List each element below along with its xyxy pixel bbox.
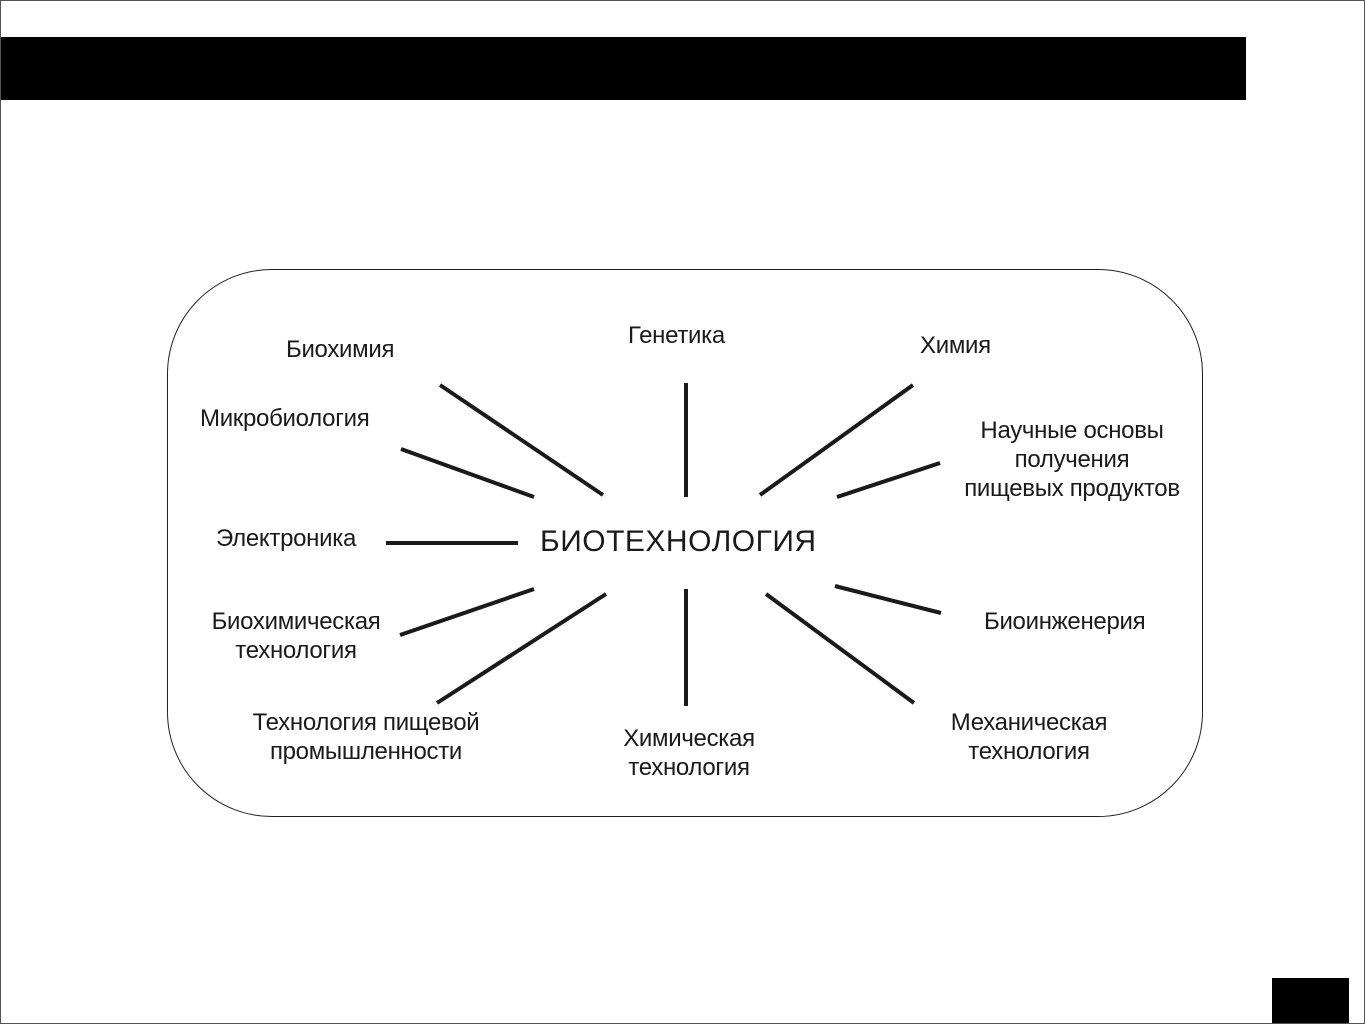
node-food-science: Научные основы получения пищевых продукт… [947, 416, 1197, 503]
node-bioengineering: Биоинженерия [984, 607, 1146, 636]
node-microbiology-line: Микробиология [200, 405, 370, 432]
connector-biochemical-technology [399, 587, 535, 637]
node-chemical-technology-line-1: Химическая [623, 725, 755, 752]
connector-food-science [836, 461, 941, 499]
connector-chemistry [758, 383, 915, 497]
node-food-science-line-2: получения [1014, 446, 1130, 473]
node-electronics: Электроника [216, 524, 356, 553]
node-biochemistry: Биохимия [286, 335, 394, 364]
title-bar [1, 37, 1246, 100]
diagram-frame [167, 269, 1203, 817]
node-food-science-line-3: пищевых продуктов [964, 475, 1180, 502]
node-biochemistry-line: Биохимия [286, 336, 395, 363]
node-food-industry-technology-line-1: Технология пищевой [252, 709, 480, 736]
node-microbiology: Микробиология [200, 404, 370, 433]
node-bioengineering-line: Биоинженерия [984, 608, 1146, 635]
connector-mechanical-technology [764, 592, 916, 705]
node-food-industry-technology: Технология пищевой промышленности [234, 708, 498, 766]
connector-bioengineering [834, 584, 942, 615]
node-biochemical-technology: Биохимическая технология [196, 607, 396, 665]
connector-biochemistry [438, 383, 605, 497]
node-chemistry-line: Химия [920, 332, 991, 359]
connector-microbiology [400, 447, 535, 499]
node-food-science-line-1: Научные основы [980, 417, 1164, 444]
corner-block [1272, 978, 1349, 1023]
node-food-industry-technology-line-2: промышленности [269, 738, 463, 765]
node-chemical-technology: Химическая технология [605, 724, 773, 782]
node-genetics: Генетика [628, 321, 725, 350]
node-mechanical-technology-line-2: технология [968, 738, 1090, 765]
node-mechanical-technology-line-1: Механическая [950, 709, 1108, 736]
node-chemical-technology-line-2: технология [628, 754, 750, 781]
center-label: БИОТЕХНОЛОГИЯ [540, 525, 817, 558]
node-biochemical-technology-line-2: технология [235, 637, 357, 664]
connector-food-industry [435, 592, 608, 705]
node-genetics-line: Генетика [628, 322, 725, 349]
node-electronics-line: Электроника [216, 525, 356, 552]
node-biochemical-technology-line-1: Биохимическая [211, 608, 381, 635]
node-mechanical-technology: Механическая технология [936, 708, 1122, 766]
node-chemistry: Химия [920, 331, 991, 360]
